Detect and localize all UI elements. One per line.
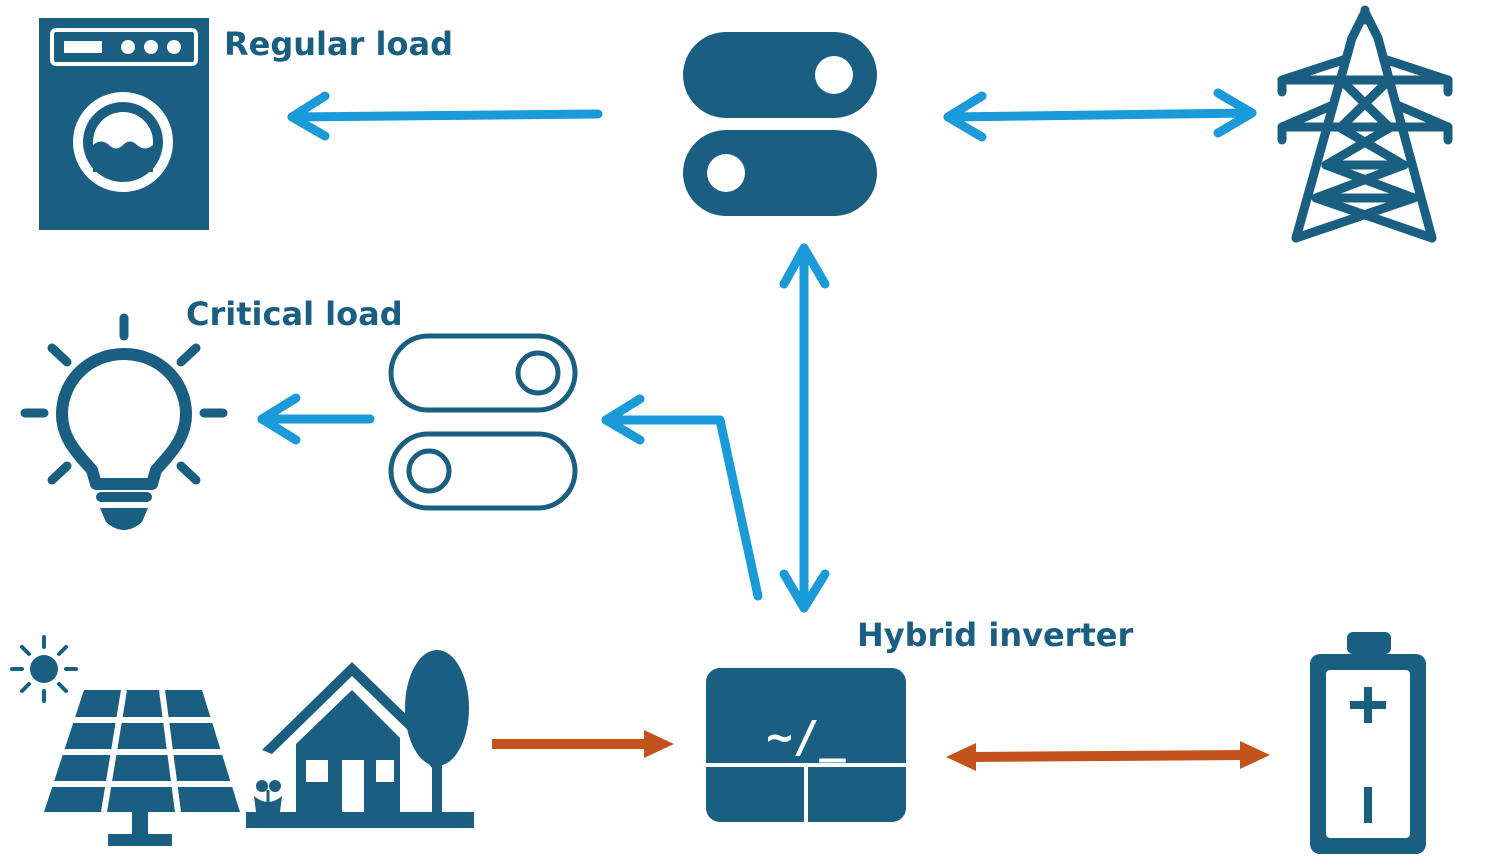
arrow-switch-inverter-bidirectional bbox=[779, 243, 830, 613]
arrow-solar-to-inverter bbox=[492, 730, 674, 758]
battery-icon bbox=[1310, 632, 1426, 854]
inverter-icon: ~/_ bbox=[706, 668, 906, 822]
regular-load-label: Regular load bbox=[224, 25, 453, 63]
light-bulb-icon bbox=[20, 313, 228, 530]
arrow-critical-switch-to-bulb bbox=[257, 393, 375, 445]
arrow-switch-grid-bidirectional bbox=[943, 88, 1257, 142]
toggle-switch-outline-icon bbox=[388, 333, 578, 511]
critical-load-label: Critical load bbox=[186, 295, 403, 333]
house-icon bbox=[246, 650, 474, 828]
arrow-inverter-to-critical-switch bbox=[601, 394, 763, 601]
transmission-tower-icon bbox=[1277, 5, 1453, 243]
inverter-symbol: ~/_ bbox=[766, 712, 846, 763]
arrow-switch-to-regular-load bbox=[287, 91, 603, 141]
washing-machine-icon bbox=[39, 18, 209, 230]
toggle-switch-icon bbox=[683, 32, 877, 216]
arrow-inverter-battery-bidirectional bbox=[946, 741, 1270, 771]
hybrid-inverter-label: Hybrid inverter bbox=[857, 616, 1134, 654]
solar-panel-icon bbox=[10, 635, 240, 846]
